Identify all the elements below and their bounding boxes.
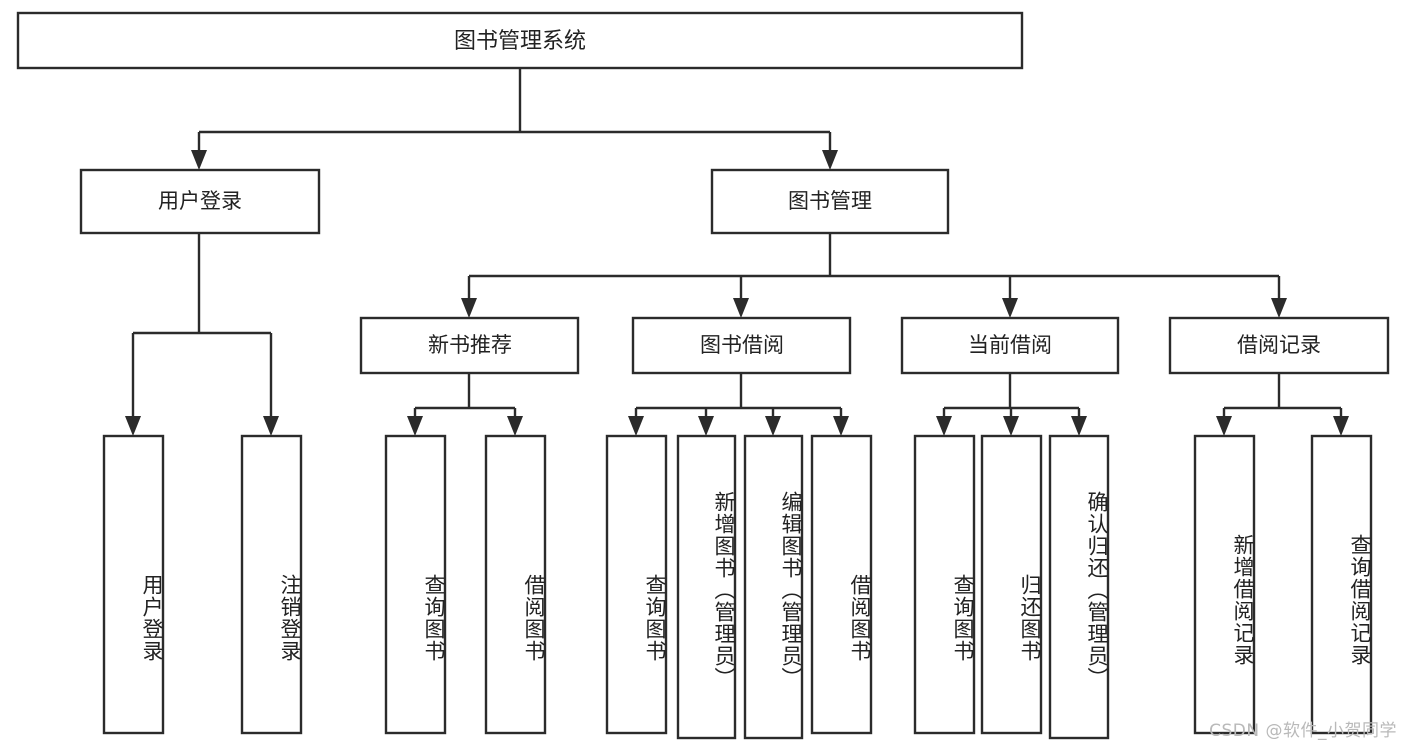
leaf-query-book-borrow-box[interactable] xyxy=(605,434,668,735)
arrow-to-leaf-query-book-cur xyxy=(936,416,952,436)
leaf-add-book-admin-box[interactable] xyxy=(676,434,737,740)
node-book-manage[interactable]: 图书管理 xyxy=(710,168,950,235)
node-book-borrow-box[interactable] xyxy=(631,316,852,375)
node-current-borrow[interactable]: 当前借阅 xyxy=(900,316,1120,375)
arrow-to-book-manage xyxy=(822,150,838,170)
node-user-login-box[interactable] xyxy=(79,168,321,235)
node-root-label: 图书管理系统 xyxy=(454,29,586,54)
connectors-group xyxy=(125,68,1349,436)
node-new-book-recommend-box[interactable] xyxy=(359,316,580,375)
leaf-query-borrow-record-box[interactable] xyxy=(1310,434,1373,735)
node-book-borrow[interactable]: 图书借阅 xyxy=(631,316,852,375)
connector-borrowrecord-to-leaves xyxy=(1222,373,1343,418)
leaf-query-book-cur-box[interactable] xyxy=(913,434,976,735)
node-current-borrow-label: 当前借阅 xyxy=(968,333,1052,357)
connector-currentborrow-to-leaves xyxy=(942,373,1081,418)
node-book-manage-box[interactable] xyxy=(710,168,950,235)
connector-bookborrow-to-leaves xyxy=(634,373,843,418)
node-root[interactable]: 图书管理系统 xyxy=(16,11,1024,70)
leaf-return-book-box[interactable] xyxy=(980,434,1043,735)
node-book-manage-label: 图书管理 xyxy=(788,189,872,213)
arrow-to-leaf-borrow-book xyxy=(833,416,849,436)
watermark-text: CSDN @软件_小贺同学 xyxy=(1209,721,1397,741)
connector-userlogin-to-leaves xyxy=(131,233,273,418)
arrow-to-leaf-query-book-rec xyxy=(407,416,423,436)
arrow-to-borrow-record xyxy=(1271,298,1287,318)
arrow-to-leaf-query-book-borrow xyxy=(628,416,644,436)
node-new-book-recommend[interactable]: 新书推荐 xyxy=(359,316,580,375)
node-user-login-label: 用户登录 xyxy=(158,189,242,213)
arrow-to-leaf-user-logout xyxy=(263,416,279,436)
leaf-borrow-book-box[interactable] xyxy=(810,434,873,735)
arrow-to-leaf-borrow-book-rec xyxy=(507,416,523,436)
node-book-borrow-label: 图书借阅 xyxy=(700,333,784,357)
leaf-edit-book-admin-box[interactable] xyxy=(743,434,804,740)
arrow-to-leaf-confirm-return-admin xyxy=(1071,416,1087,436)
node-user-login[interactable]: 用户登录 xyxy=(79,168,321,235)
arrow-to-leaf-return-book xyxy=(1003,416,1019,436)
arrow-to-book-borrow xyxy=(733,298,749,318)
node-borrow-record-label: 借阅记录 xyxy=(1237,333,1321,357)
arrow-to-new-book-recommend xyxy=(461,298,477,318)
arrow-to-leaf-user-login xyxy=(125,416,141,436)
arrow-to-leaf-edit-book-admin xyxy=(765,416,781,436)
leaf-boxes-group xyxy=(102,434,1373,740)
node-borrow-record-box[interactable] xyxy=(1168,316,1390,375)
arrow-to-leaf-add-borrow-record xyxy=(1216,416,1232,436)
leaf-borrow-book-rec-box[interactable] xyxy=(484,434,547,735)
arrow-to-leaf-add-book-admin xyxy=(698,416,714,436)
leaf-query-book-rec-box[interactable] xyxy=(384,434,447,735)
node-new-book-recommend-label: 新书推荐 xyxy=(428,333,512,357)
leaf-confirm-return-admin-box[interactable] xyxy=(1048,434,1110,740)
leaf-add-borrow-record-box[interactable] xyxy=(1193,434,1256,735)
leaf-user-login-box[interactable] xyxy=(102,434,165,735)
arrow-to-leaf-query-borrow-record xyxy=(1333,416,1349,436)
arrow-to-current-borrow xyxy=(1002,298,1018,318)
connector-bookmanage-to-level3 xyxy=(467,233,1281,300)
connector-newbook-to-leaves xyxy=(413,373,517,418)
node-borrow-record[interactable]: 借阅记录 xyxy=(1168,316,1390,375)
connector-root-to-level2 xyxy=(197,68,832,152)
node-current-borrow-box[interactable] xyxy=(900,316,1120,375)
leaf-user-logout-box[interactable] xyxy=(240,434,303,735)
node-root-box[interactable] xyxy=(16,11,1024,70)
arrow-to-user-login xyxy=(191,150,207,170)
